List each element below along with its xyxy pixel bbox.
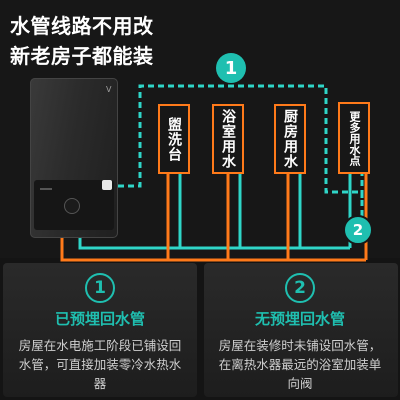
option-2-title: 无预埋回水管 <box>254 310 345 328</box>
headline-line-1: 水管线路不用改 <box>10 14 154 38</box>
fixture-bathroom-label: 浴室用水 <box>220 109 236 169</box>
fixture-more-label: 更多用水点 <box>348 110 361 166</box>
heater-display-strip <box>40 188 52 190</box>
marker-2-badge: 2 <box>343 215 373 245</box>
heater-knob-icon <box>64 198 80 214</box>
marker-1-badge: 1 <box>216 53 246 83</box>
fixture-more: 更多用水点 <box>338 102 370 174</box>
fixture-washbasin-label: 盥洗台 <box>166 116 182 162</box>
option-1-number-badge: 1 <box>85 273 115 303</box>
headline-line-2: 新老房子都能装 <box>10 44 154 68</box>
cold-pipe-main <box>78 238 350 250</box>
brand-logo: V <box>106 85 112 94</box>
heater-badge-icon <box>102 180 112 190</box>
hot-pipe-main <box>60 238 366 262</box>
option-1-description: 房屋在水电施工阶段已铺设回水管，可直接加装零冷水热水器 <box>18 338 182 391</box>
option-1-title: 已预埋回水管 <box>54 310 145 328</box>
fixture-kitchen: 厨房用水 <box>274 104 306 174</box>
option-2-number-badge: 2 <box>285 273 315 303</box>
fixture-bathroom: 浴室用水 <box>212 104 244 174</box>
fixture-kitchen-label: 厨房用水 <box>282 109 298 169</box>
fixture-washbasin: 盥洗台 <box>158 104 190 174</box>
option-2-description: 房屋在装修时未铺设回水管，在离热水器最远的浴室加装单向阀 <box>218 338 382 391</box>
